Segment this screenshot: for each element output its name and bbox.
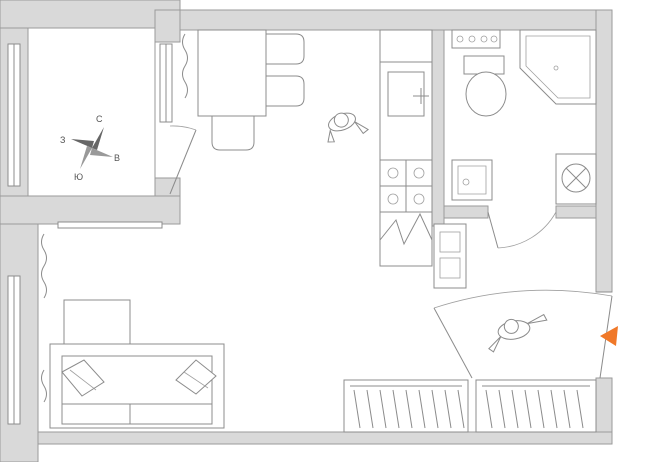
hanger [353, 389, 361, 429]
hanger [379, 389, 387, 429]
hanger [392, 389, 400, 429]
hanger [550, 389, 558, 429]
hanger [537, 389, 545, 429]
bathroom [451, 29, 597, 249]
sofa [49, 343, 225, 429]
wardrobe-left [343, 379, 469, 433]
hanger [498, 389, 506, 429]
windows [7, 43, 173, 425]
hanger [563, 389, 571, 429]
person-figure-entrance [488, 313, 548, 353]
hanger [524, 389, 532, 429]
hanger [405, 389, 413, 429]
curtain-kitchen [182, 33, 188, 99]
dining-set [197, 29, 305, 151]
hanger [485, 389, 493, 429]
radiator [433, 223, 467, 289]
balcony-floor [27, 27, 156, 197]
balcony-door [169, 125, 197, 195]
compass-south: Ю [74, 172, 83, 182]
compass-west: З [60, 135, 65, 145]
curtain-living [41, 233, 47, 403]
triangle-arrow-icon [600, 326, 618, 346]
hanger [576, 389, 584, 429]
hanger [444, 389, 452, 429]
wardrobe-right [475, 379, 597, 433]
compass-east: В [114, 153, 120, 163]
hangers [353, 389, 584, 429]
hanger [366, 389, 374, 429]
kitchen-counter [379, 29, 433, 267]
person-figure-kitchen [327, 112, 370, 143]
compass-north: С [96, 114, 103, 124]
hanger [511, 389, 519, 429]
hanger [457, 389, 465, 429]
compass-rose-icon: С З В Ю [60, 114, 120, 182]
hanger [431, 389, 439, 429]
hanger [418, 389, 426, 429]
